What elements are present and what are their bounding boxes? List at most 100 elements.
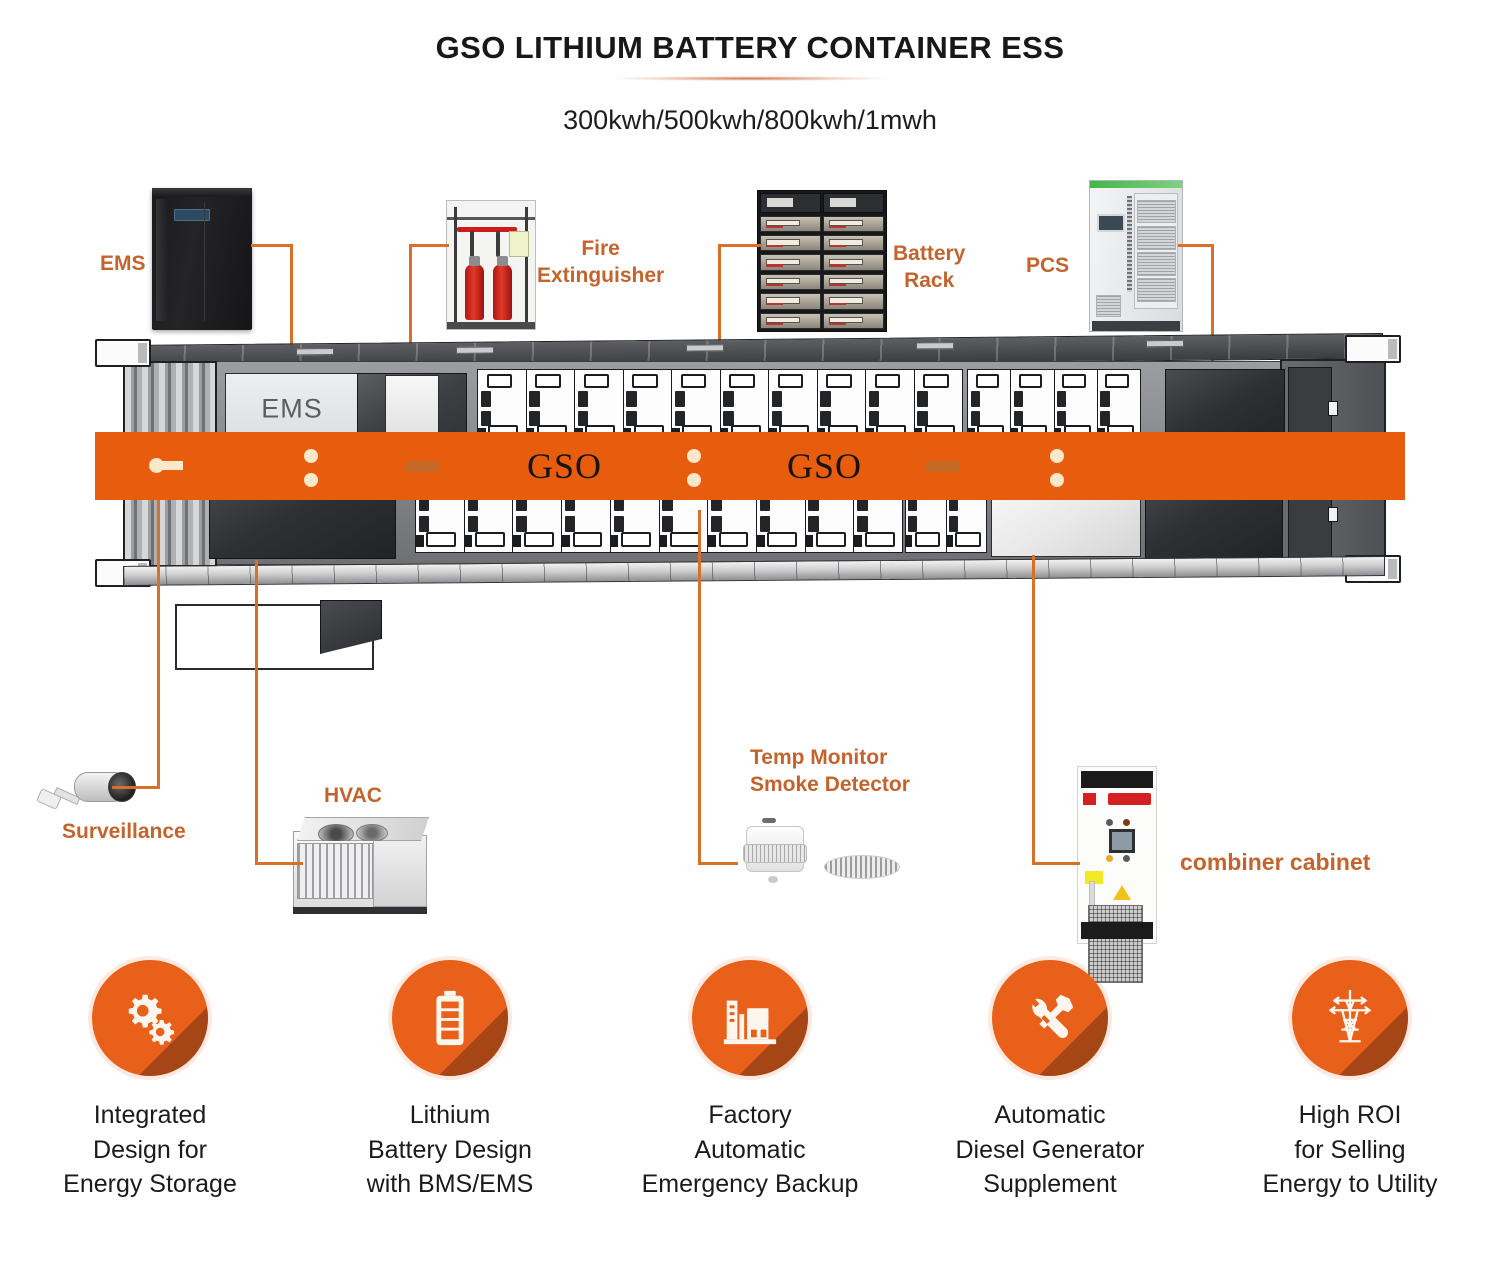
battery-icon xyxy=(392,960,508,1076)
lead-line-battery-rack xyxy=(718,244,721,420)
battery-module xyxy=(823,293,884,310)
callout-label-pcs: PCS xyxy=(1026,254,1070,277)
page-title: GSO LITHIUM BATTERY CONTAINER ESS xyxy=(435,30,1065,65)
lead-line-temp-smoke-h xyxy=(698,862,738,865)
temp-sensor-photo xyxy=(824,855,900,879)
hvac-condenser-grille xyxy=(297,843,373,899)
combiner-led xyxy=(1106,855,1114,862)
band-vent-slot xyxy=(405,461,439,472)
fire-extinguisher-hose-right xyxy=(496,231,500,257)
feature-item[interactable]: High ROI for Selling Energy to Utility xyxy=(1200,960,1500,1202)
battery-cabinet xyxy=(1011,370,1055,444)
lead-line-combiner xyxy=(1032,555,1035,865)
hvac-fan xyxy=(318,824,354,841)
battery-rack-controller xyxy=(823,193,884,213)
lead-line-fire-extinguisher xyxy=(409,244,412,412)
container-orange-band: GSO GSO xyxy=(95,432,1405,500)
pcs-vent-panel xyxy=(1137,225,1177,250)
band-vent-slot xyxy=(925,461,959,472)
container-right-end-latch xyxy=(1328,507,1338,522)
battery-rack-controller xyxy=(760,193,821,213)
pcs-top-accent xyxy=(1090,181,1182,188)
power-tower-icon xyxy=(1292,960,1408,1076)
ems-cabinet-seam xyxy=(204,202,205,322)
container-roof-tab xyxy=(1146,339,1184,348)
battery-cabinet xyxy=(968,370,1012,444)
lead-line-pcs-h xyxy=(1178,244,1214,247)
combiner-bottom-bar xyxy=(1081,922,1153,939)
smoke-detector-vent-ring xyxy=(743,844,807,863)
pcs-vent-stripe xyxy=(1126,196,1132,292)
lead-line-pcs xyxy=(1211,244,1214,420)
battery-rack-column xyxy=(823,193,884,330)
feature-item[interactable]: Integrated Design for Energy Storage xyxy=(0,960,300,1202)
battery-cabinet xyxy=(720,370,769,444)
feature-label: Integrated Design for Energy Storage xyxy=(63,1101,237,1198)
lead-line-surveillance xyxy=(157,470,160,788)
fire-extinguisher-post-left xyxy=(454,207,457,322)
pcs-base xyxy=(1091,321,1181,331)
lead-line-fire-extinguisher-h xyxy=(409,244,449,247)
ems-cabinet-photo xyxy=(152,188,252,330)
container-corner-casting-top-left xyxy=(95,339,151,367)
smoke-detector-nub xyxy=(762,818,776,823)
lead-line-temp-smoke xyxy=(698,510,701,862)
feature-list: Integrated Design for Energy Storage Lit… xyxy=(0,960,1500,1202)
container-fire-suppression-panel xyxy=(385,375,439,435)
fire-extinguisher-manifold xyxy=(457,227,517,232)
hvac-top-cover xyxy=(297,817,429,841)
container-door-handle xyxy=(149,458,183,473)
battery-rack-photo xyxy=(757,190,887,332)
battery-rack-column xyxy=(760,193,821,330)
callout-label-hvac: HVAC xyxy=(324,784,382,807)
callout-label-fire-extinguisher: Fire Extinguisher xyxy=(537,237,665,288)
lead-line-ems-h xyxy=(251,244,293,247)
container-right-end-latch xyxy=(1328,401,1338,416)
combiner-cabinet-photo xyxy=(1077,766,1157,983)
container-roof-tab xyxy=(686,344,724,352)
lead-line-hvac xyxy=(255,560,258,865)
tools-icon xyxy=(992,960,1108,1076)
combiner-label-tag xyxy=(1085,871,1104,884)
container-ems-label: EMS xyxy=(261,393,323,424)
feature-icon-circle xyxy=(692,960,808,1076)
lead-line-battery-rack-h xyxy=(718,244,762,247)
battery-module xyxy=(823,235,884,252)
pcs-lower-vent xyxy=(1095,295,1122,317)
pcs-door xyxy=(1133,193,1178,309)
ems-cabinet-screen xyxy=(174,209,210,222)
smoke-detector-led xyxy=(768,876,778,883)
combiner-top-bar xyxy=(1081,771,1153,788)
hvac-side-panel xyxy=(373,835,427,907)
band-brand-right: GSO xyxy=(787,446,863,486)
band-rivet xyxy=(687,473,701,487)
battery-module xyxy=(760,293,821,310)
factory-icon xyxy=(692,960,808,1076)
feature-item[interactable]: Factory Automatic Emergency Backup xyxy=(600,960,900,1202)
battery-module xyxy=(760,215,821,233)
band-rivet xyxy=(304,473,318,487)
feature-item[interactable]: Lithium Battery Design with BMS/EMS xyxy=(300,960,600,1202)
battery-module xyxy=(760,254,821,271)
callout-label-surveillance: Surveillance xyxy=(62,820,186,843)
feature-icon-circle xyxy=(392,960,508,1076)
band-rivet xyxy=(687,449,701,463)
callout-label-ems: EMS xyxy=(100,252,146,275)
battery-module xyxy=(823,215,884,233)
band-rivet xyxy=(1050,449,1064,463)
fire-extinguisher-cylinder-left xyxy=(465,256,484,320)
container-roof-tab xyxy=(456,346,494,354)
pcs-vent-panel xyxy=(1137,199,1177,224)
feature-label: Factory Automatic Emergency Backup xyxy=(641,1101,859,1198)
feature-item[interactable]: Automatic Diesel Generator Supplement xyxy=(900,960,1200,1202)
ems-cabinet-highlight xyxy=(156,199,168,322)
feature-label: High ROI for Selling Energy to Utility xyxy=(1262,1101,1438,1198)
battery-module xyxy=(823,312,884,330)
battery-module xyxy=(823,273,884,291)
callout-label-battery-rack: Battery Rack xyxy=(893,242,966,293)
fire-extinguisher-shelf-top xyxy=(447,217,535,220)
battery-module xyxy=(760,273,821,291)
title-divider xyxy=(610,76,890,81)
fire-extinguisher-photo xyxy=(446,200,536,330)
combiner-indicator-red-wide xyxy=(1107,793,1152,805)
